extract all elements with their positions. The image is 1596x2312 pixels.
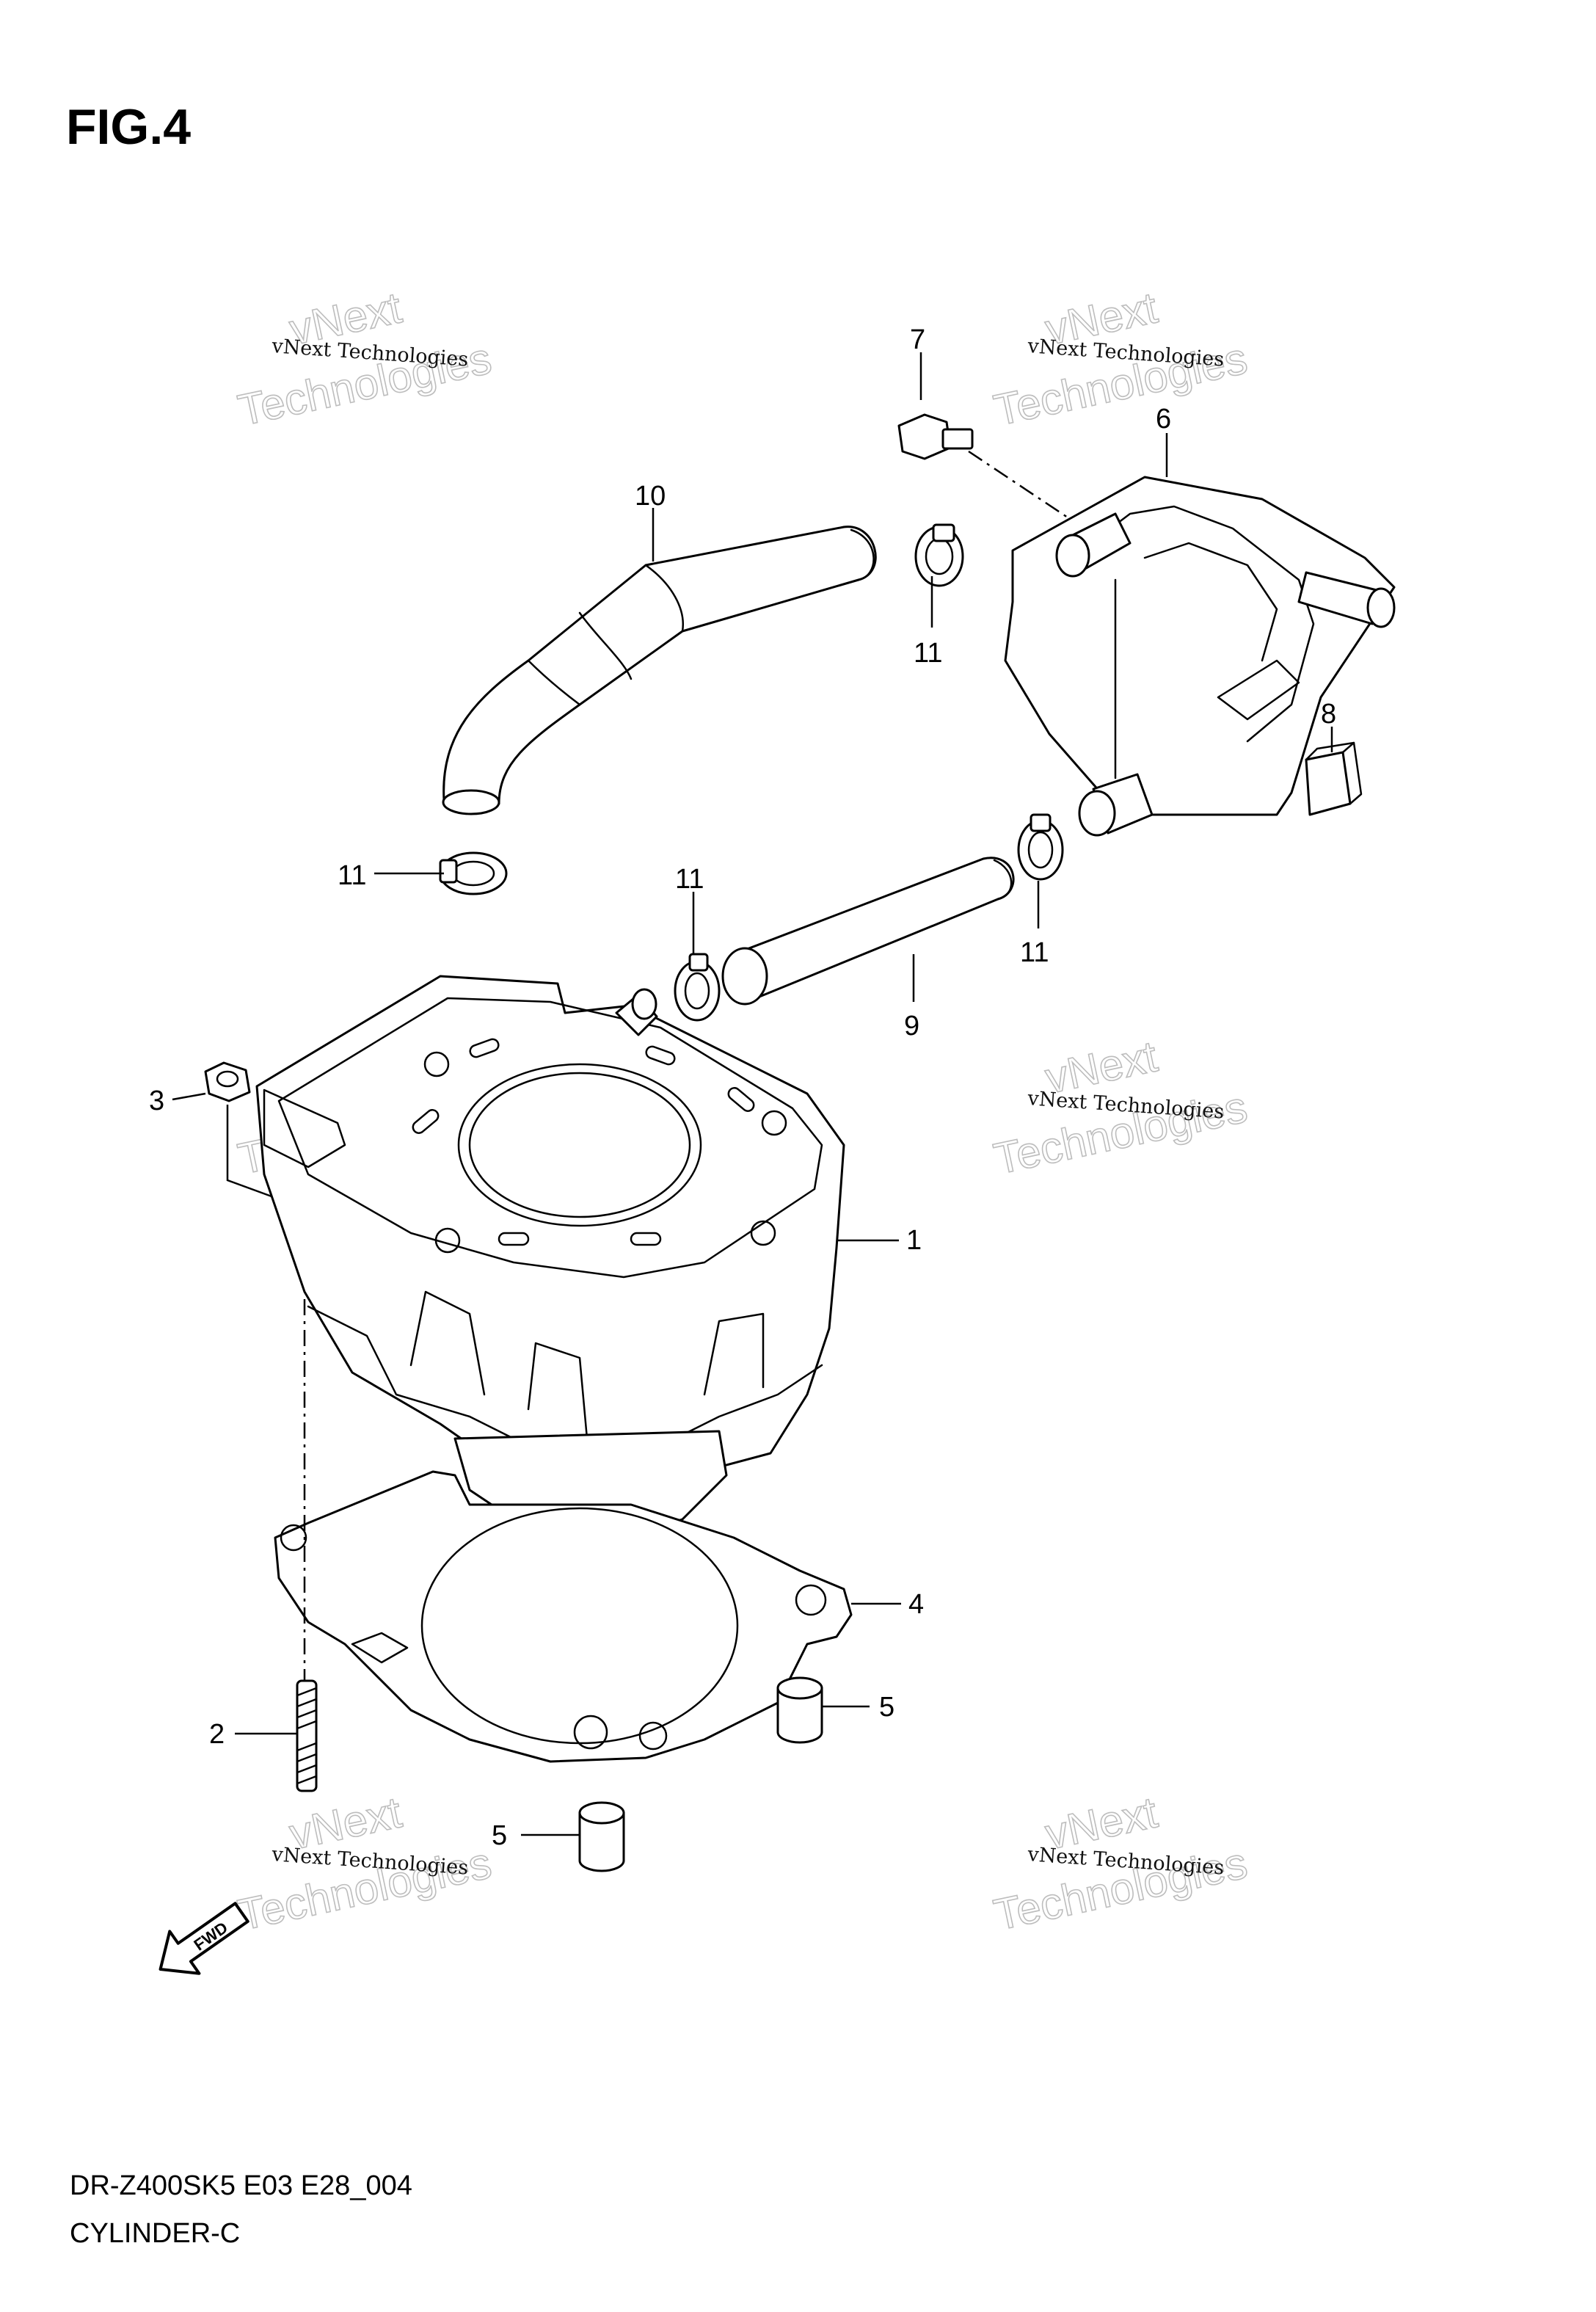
part-6-water-case [1004,476,1396,837]
part-11-hose-clamp [914,523,964,587]
part-8-cushion [1305,741,1363,816]
fwd-arrow-icon: FWD [158,1902,249,1975]
part-11-hose-clamp [439,851,508,895]
part-11-hose-clamp [1017,813,1064,881]
model-code: DR-Z400SK5 E03 E28_004 [70,2170,412,2201]
callout-7: 7 [910,324,925,355]
part-9-hose [721,857,1015,1006]
leader-lines [172,352,1333,1836]
watermark-top-right: Technologies vNext vNext Technologies [989,282,1252,435]
callout-5-a: 5 [879,1692,894,1723]
watermark-bottom-right: Technologies vNext vNext Technologies [989,1786,1252,1940]
callout-4: 4 [908,1589,924,1620]
watermark-bottom-left: Technologies vNext vNext Technologies [233,1786,496,1940]
callout-11-a: 11 [914,638,942,669]
callout-1: 1 [906,1225,922,1256]
figure-title: FIG.4 [66,99,191,155]
callout-10: 10 [635,481,666,512]
callout-8: 8 [1321,699,1336,730]
callout-11-b: 11 [338,860,366,891]
part-2-stud-bolt [296,1679,318,1792]
callout-2: 2 [209,1719,225,1750]
part-1-cylinder [255,975,845,1543]
watermark-top-left: Technologies vNext vNext Technologies [233,282,496,435]
callout-11-c: 11 [675,864,704,895]
watermark-mid-right: Technologies vNext vNext Technologies [989,1030,1252,1184]
part-7-bolt [897,413,1079,526]
callout-11-d: 11 [1020,937,1049,968]
callout-5-b: 5 [492,1820,507,1851]
callout-3: 3 [149,1086,164,1116]
part-3-nut [204,1061,272,1198]
part-5-dowel-pin [776,1676,823,1744]
part-5-dowel-pin [578,1801,625,1872]
part-10-hose [442,526,877,815]
callout-6: 6 [1156,404,1171,435]
callout-9: 9 [904,1011,919,1042]
part-11-hose-clamp [674,953,721,1022]
part-4-base-gasket [274,1470,853,1763]
section-name: CYLINDER-C [70,2218,240,2249]
